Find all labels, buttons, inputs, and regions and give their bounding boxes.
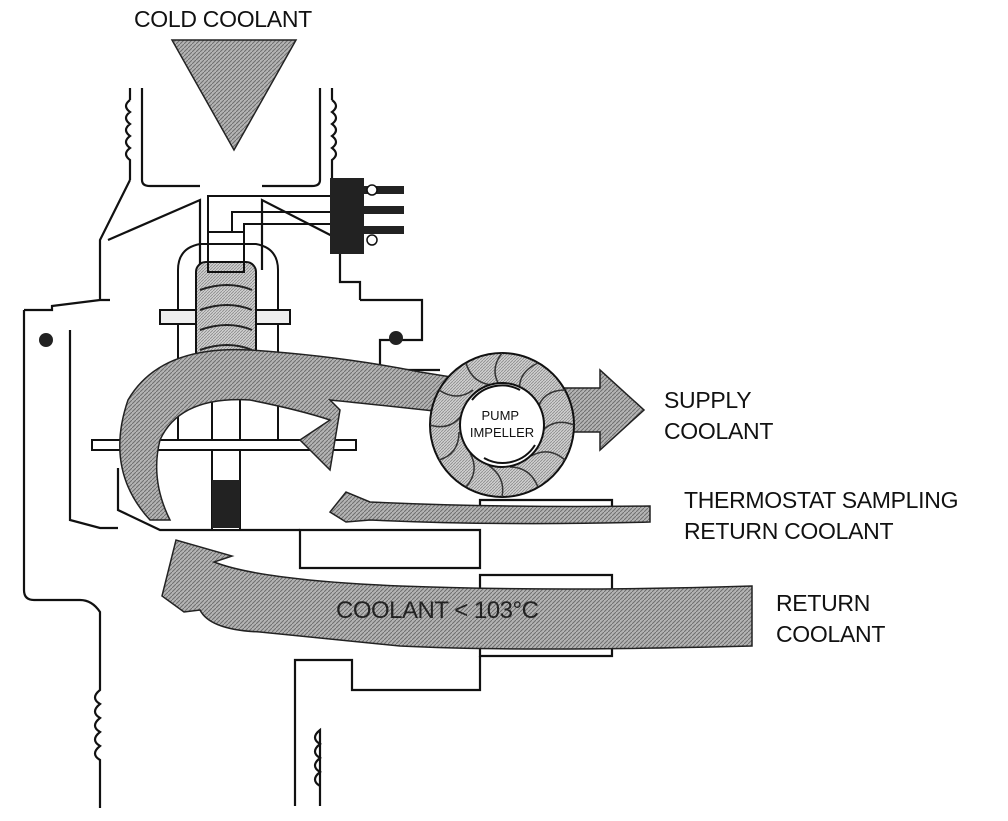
- flow-temperature-label: COOLANT < 103°C: [336, 597, 539, 624]
- thermostat-bridge: [91, 439, 357, 451]
- supply-coolant-line1: SUPPLY: [664, 387, 752, 413]
- return-coolant-flow: [161, 539, 753, 650]
- return-coolant-line2: COOLANT: [776, 621, 886, 647]
- thermostat-sampling-line1: THERMOSTAT SAMPLING: [684, 487, 959, 513]
- pump-label-line1: PUMP: [482, 408, 519, 423]
- pump-label-line2: IMPELLER: [470, 425, 534, 440]
- thermostat-sampling-flow: [328, 491, 651, 525]
- supply-coolant-label: SUPPLY COOLANT: [664, 385, 773, 447]
- return-coolant-label: RETURN COOLANT: [776, 588, 885, 650]
- sensor-connector: [207, 178, 404, 254]
- supply-coolant-line2: COOLANT: [664, 418, 774, 444]
- thermostat-sampling-label: THERMOSTAT SAMPLING RETURN COOLANT: [684, 485, 958, 547]
- supply-coolant-flow: [119, 348, 471, 521]
- svg-text:PUMP IMPELLER: PUMP IMPELLER: [470, 408, 534, 440]
- thermostat-sampling-line2: RETURN COOLANT: [684, 518, 894, 544]
- pump-impeller-assembly: PUMP IMPELLER: [429, 352, 575, 498]
- o-rings: [39, 331, 403, 347]
- cold-coolant-label: COLD COOLANT: [134, 4, 312, 35]
- cold-coolant-text: COLD COOLANT: [134, 6, 312, 32]
- return-coolant-line1: RETURN: [776, 590, 871, 616]
- cold-coolant-arrow: [170, 39, 298, 152]
